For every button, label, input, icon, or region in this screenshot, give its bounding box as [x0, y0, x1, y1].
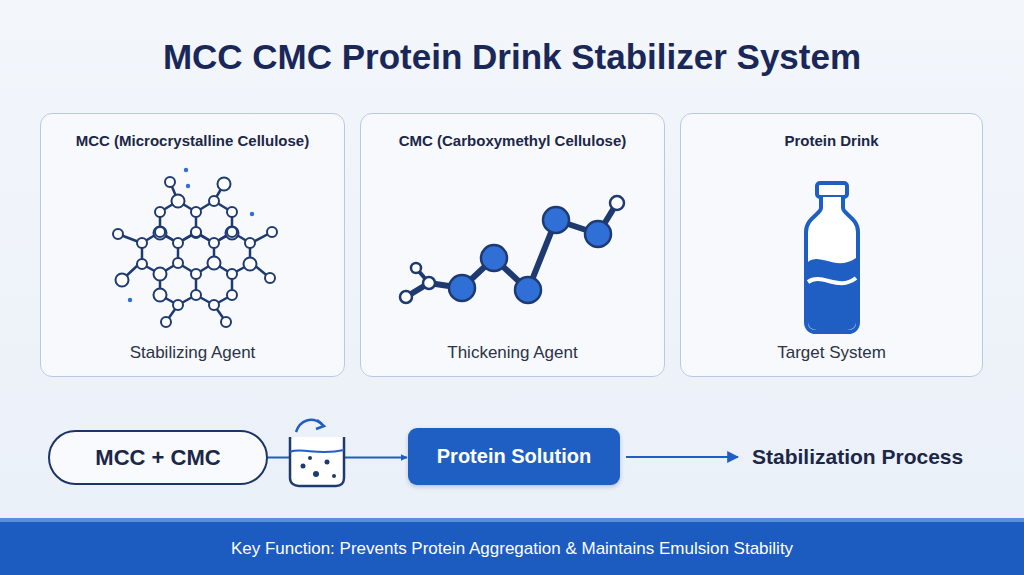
beaker-icon	[290, 420, 344, 486]
diagram-title: MCC CMC Protein Drink Stabilizer System	[0, 37, 1024, 77]
card-heading: Protein Drink	[784, 132, 878, 149]
card-subtitle: Thickening Agent	[447, 343, 577, 363]
stage-label: Stabilization Process	[752, 445, 963, 469]
flow-arrow	[626, 456, 738, 458]
card-subtitle: Stabilizing Agent	[130, 343, 256, 363]
component-card: Protein DrinkTarget System	[680, 113, 983, 377]
card-heading: MCC (Microcrystalline Cellulose)	[76, 132, 309, 149]
footer-text: Key Function: Prevents Protein Aggregati…	[231, 539, 793, 559]
card-heading: CMC (Carboxymethyl Cellulose)	[399, 132, 627, 149]
mcc-molecule	[113, 168, 277, 327]
footer-band: Key Function: Prevents Protein Aggregati…	[0, 518, 1024, 575]
process-box: Protein Solution	[408, 428, 620, 485]
cmc-chain	[400, 196, 624, 303]
pill-label: MCC + CMC	[95, 445, 220, 471]
card-fill	[680, 113, 983, 377]
card-fill	[40, 113, 345, 377]
component-card: MCC (Microcrystalline Cellulose) Stabiliz…	[40, 113, 345, 377]
input-pill: MCC + CMC	[48, 430, 268, 485]
card-fill	[360, 113, 665, 377]
bottle-icon	[806, 183, 858, 332]
component-card: CMC (Carboxymethyl Cellulose) Thickening …	[360, 113, 665, 377]
process-label: Protein Solution	[437, 445, 591, 468]
card-subtitle: Target System	[777, 343, 886, 363]
